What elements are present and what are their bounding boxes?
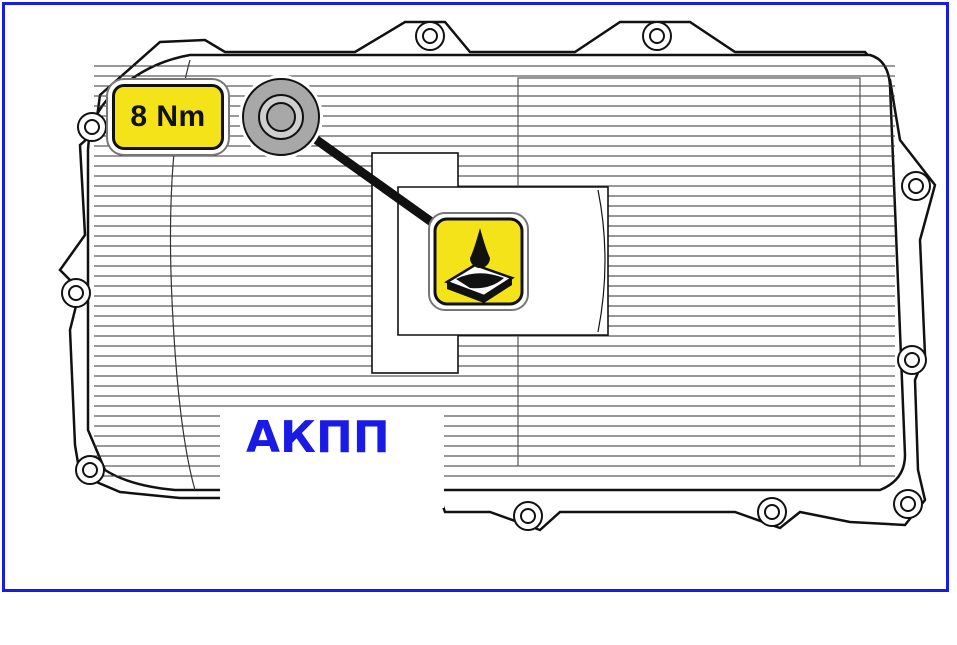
bolt — [77, 112, 107, 142]
torque-value: 8 Nm — [130, 100, 206, 133]
flange-bolts — [61, 21, 931, 531]
bolt — [415, 21, 445, 51]
unit-label-box: АКПП — [220, 408, 444, 508]
drain-plug-icon — [239, 75, 323, 159]
bolt — [901, 171, 931, 201]
filter-edge — [597, 189, 606, 333]
bolt — [757, 497, 787, 527]
oil-drop-icon — [428, 212, 529, 311]
bolt — [61, 278, 91, 308]
bolt — [893, 489, 923, 519]
bolt — [75, 455, 105, 485]
torque-badge: 8 Nm — [112, 84, 224, 150]
bolt — [897, 345, 927, 375]
unit-label: АКПП — [246, 412, 390, 463]
bolt — [513, 501, 543, 531]
bolt — [642, 21, 672, 51]
